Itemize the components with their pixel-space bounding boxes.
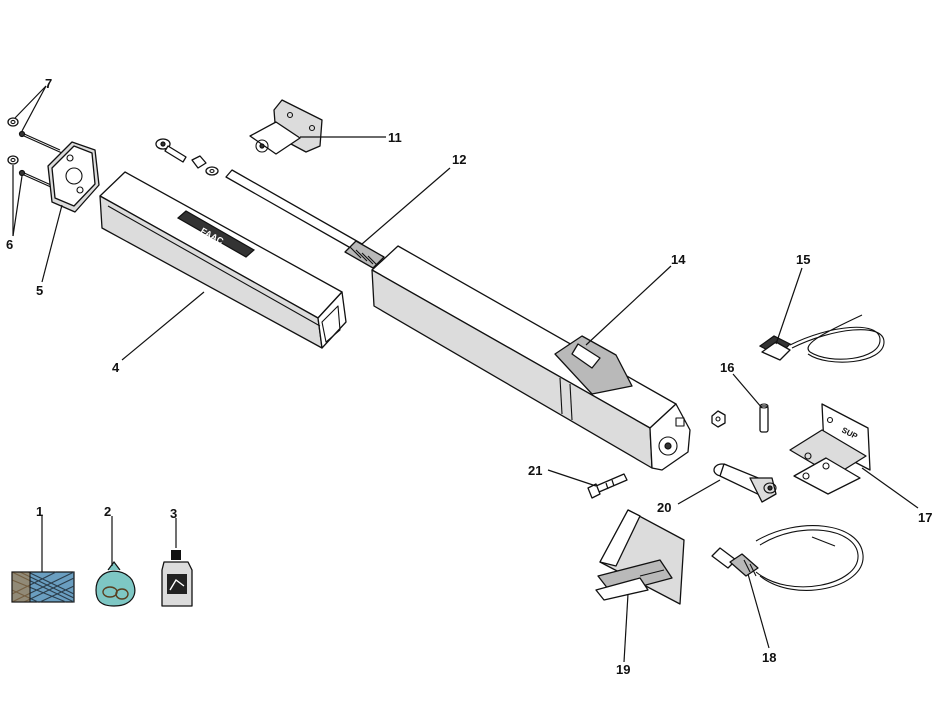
callout-1: 1	[36, 504, 43, 519]
callout-17: 17	[918, 510, 932, 525]
callout-6: 6	[6, 237, 13, 252]
part-rear-end-cap	[47, 141, 100, 213]
part-pin	[759, 403, 769, 433]
part-spring	[344, 240, 385, 269]
callout-7: 7	[45, 76, 52, 91]
part-rear-bracket: SUP	[789, 403, 871, 495]
part-hose	[711, 525, 864, 591]
part-washers-screws	[7, 117, 63, 193]
callout-11: 11	[388, 130, 402, 145]
part-nut	[711, 410, 726, 428]
callout-labels: 1 2 3 4 5 6 7 11 12 14 15 16 17 18 19 20…	[6, 76, 932, 677]
callout-18: 18	[762, 650, 776, 665]
callout-21: 21	[528, 463, 542, 478]
part-sensor-cable	[758, 314, 885, 363]
part-rod-end	[155, 138, 363, 252]
callout-16: 16	[720, 360, 734, 375]
part-oil-bottle	[161, 550, 193, 607]
callout-3: 3	[170, 506, 177, 521]
callout-14: 14	[671, 252, 686, 267]
part-outer-housing: FAAC	[99, 171, 347, 349]
leader-lines	[12, 85, 919, 663]
part-front-bracket	[249, 99, 323, 155]
part-bolt	[587, 473, 628, 499]
callout-15: 15	[796, 252, 810, 267]
part-operator-body	[371, 245, 691, 471]
part-accessory-bag	[95, 561, 136, 607]
part-lever	[713, 463, 777, 503]
part-manual-pack	[11, 571, 75, 603]
callout-20: 20	[657, 500, 671, 515]
part-release-bracket	[595, 509, 685, 605]
callout-12: 12	[452, 152, 466, 167]
callout-5: 5	[36, 283, 43, 298]
callout-4: 4	[112, 360, 120, 375]
callout-19: 19	[616, 662, 630, 677]
callout-2: 2	[104, 504, 111, 519]
